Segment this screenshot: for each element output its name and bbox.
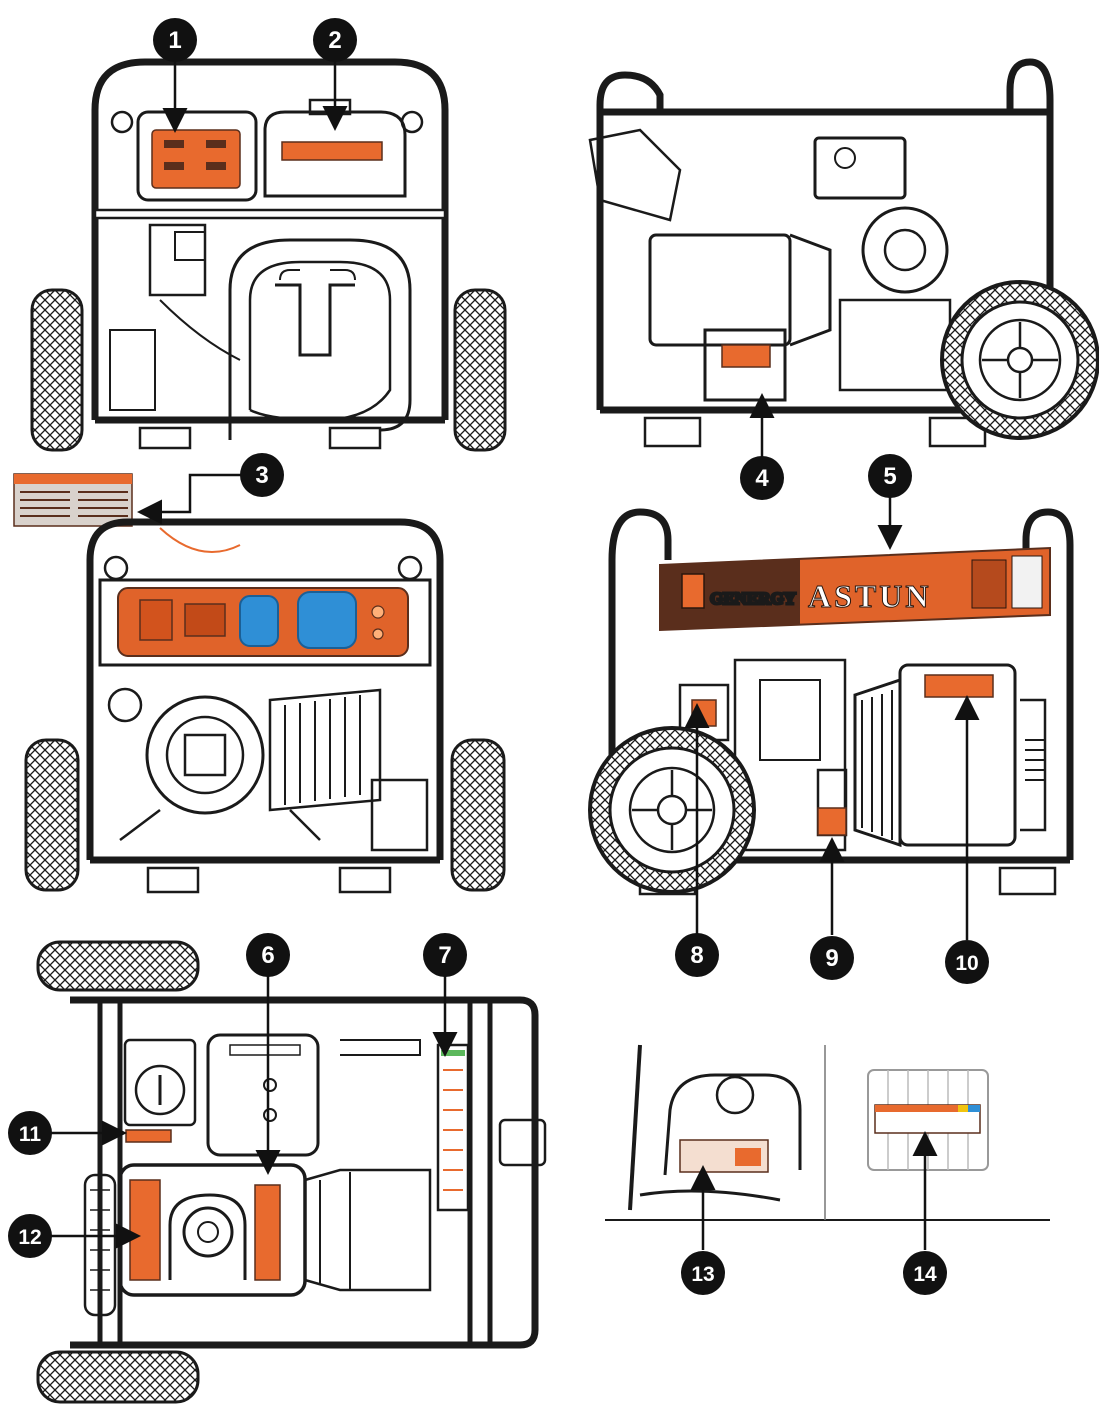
socket-1 xyxy=(239,595,279,647)
svg-text:7: 7 xyxy=(438,942,451,969)
callout-10: 10 xyxy=(945,940,989,984)
fuel-tank-label xyxy=(281,141,383,161)
callouts: 1 2 3 4 5 6 7 8 9 10 11 12 13 14 xyxy=(8,18,989,1295)
fuel-cap-label xyxy=(125,1129,172,1143)
svg-text:5: 5 xyxy=(883,463,896,490)
callout-12: 12 xyxy=(8,1214,52,1258)
svg-text:4: 4 xyxy=(755,465,769,492)
callout-13: 13 xyxy=(681,1251,725,1295)
svg-text:1: 1 xyxy=(168,27,181,54)
socket-2 xyxy=(297,591,357,649)
callout-7: 7 xyxy=(423,933,467,977)
front-left-wheel xyxy=(24,738,80,892)
callout-14: 14 xyxy=(903,1251,947,1295)
callout-2: 2 xyxy=(313,18,357,62)
svg-text:14: 14 xyxy=(913,1263,937,1286)
front-panel-view xyxy=(13,473,506,894)
leader-lines xyxy=(48,62,980,1250)
top-left-label xyxy=(129,1179,161,1281)
left-wheel xyxy=(30,288,84,452)
callout-8: 8 xyxy=(675,933,719,977)
alternator-label xyxy=(924,674,994,698)
svg-text:13: 13 xyxy=(691,1263,714,1286)
top-view xyxy=(36,940,547,1404)
rear-view xyxy=(30,58,507,452)
svg-text:11: 11 xyxy=(19,1123,42,1146)
svg-text:6: 6 xyxy=(261,942,274,969)
callout-3: 3 xyxy=(240,453,284,497)
battery-label xyxy=(721,344,771,368)
callout-4: 4 xyxy=(740,456,784,500)
callout-11: 11 xyxy=(8,1111,52,1155)
oil-fill-label xyxy=(817,807,847,836)
air-filter-label xyxy=(151,129,241,189)
callout-6: 6 xyxy=(246,933,290,977)
front-right-wheel xyxy=(450,738,506,892)
svg-text:2: 2 xyxy=(328,27,341,54)
detail-insets xyxy=(605,1044,1050,1221)
right-wheel xyxy=(453,288,507,452)
svg-text:10: 10 xyxy=(955,952,978,975)
left-side-view: GENERGY ASTUN xyxy=(588,508,1074,896)
top-wheel-lower xyxy=(36,1350,200,1404)
svg-text:3: 3 xyxy=(255,462,268,489)
svg-text:8: 8 xyxy=(690,942,703,969)
top-right-label xyxy=(254,1184,281,1281)
model-name: ASTUN xyxy=(808,578,931,614)
callout-1: 1 xyxy=(153,18,197,62)
top-wheel-upper xyxy=(36,940,200,992)
svg-text:9: 9 xyxy=(825,945,838,972)
brand-logo-mark xyxy=(681,573,705,609)
callout-9: 9 xyxy=(810,936,854,980)
callout-5: 5 xyxy=(868,454,912,498)
fuel-shutoff-label xyxy=(691,699,717,727)
svg-text:12: 12 xyxy=(18,1226,41,1249)
brand-logo-text: GENERGY xyxy=(710,589,796,608)
right-side-view xyxy=(588,58,1099,448)
